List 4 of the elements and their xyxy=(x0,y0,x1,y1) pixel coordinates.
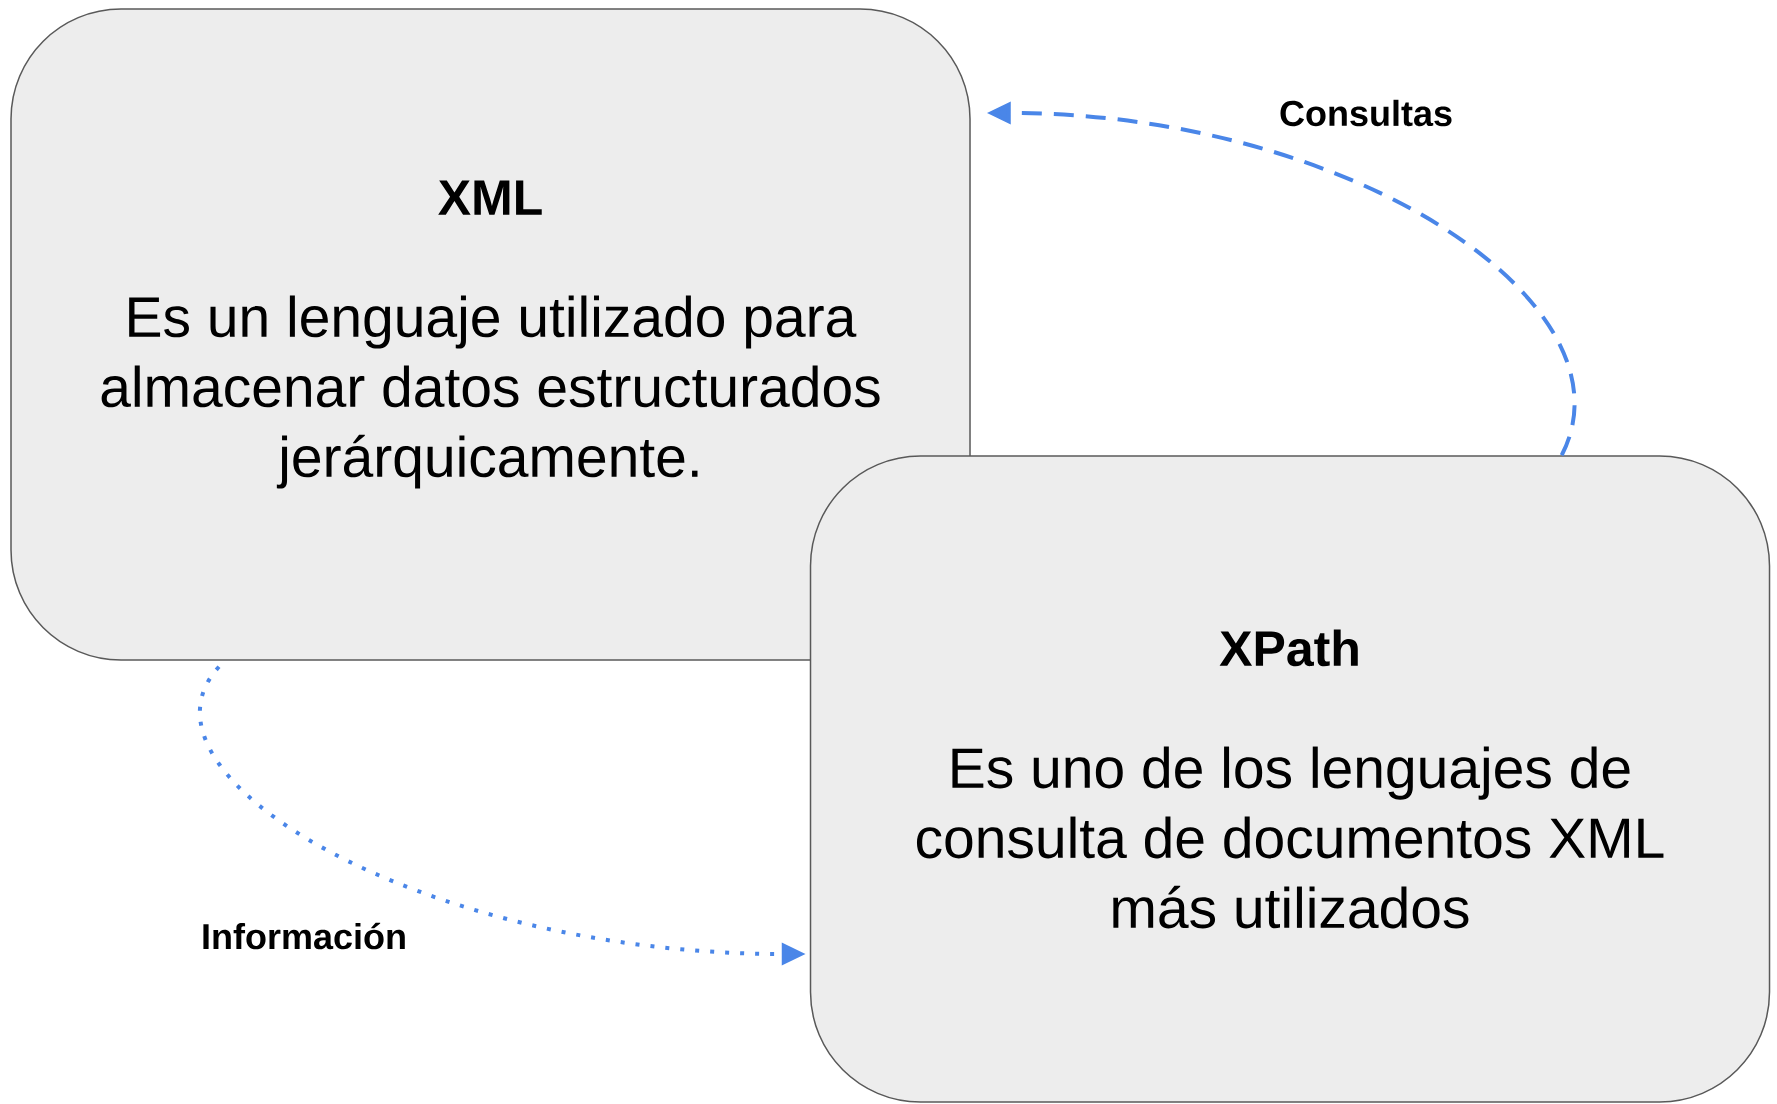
edge-label: Información xyxy=(199,920,409,952)
rounded-box: XPath Es uno de los lenguajes de consulta de documentos XML más utilizados xyxy=(809,455,1771,1103)
rounded-box: XML Es un lenguaje utilizado para almacenar datos estructurados jerárquicamente. xyxy=(10,8,971,661)
edge-label: Consultas xyxy=(1277,97,1456,129)
